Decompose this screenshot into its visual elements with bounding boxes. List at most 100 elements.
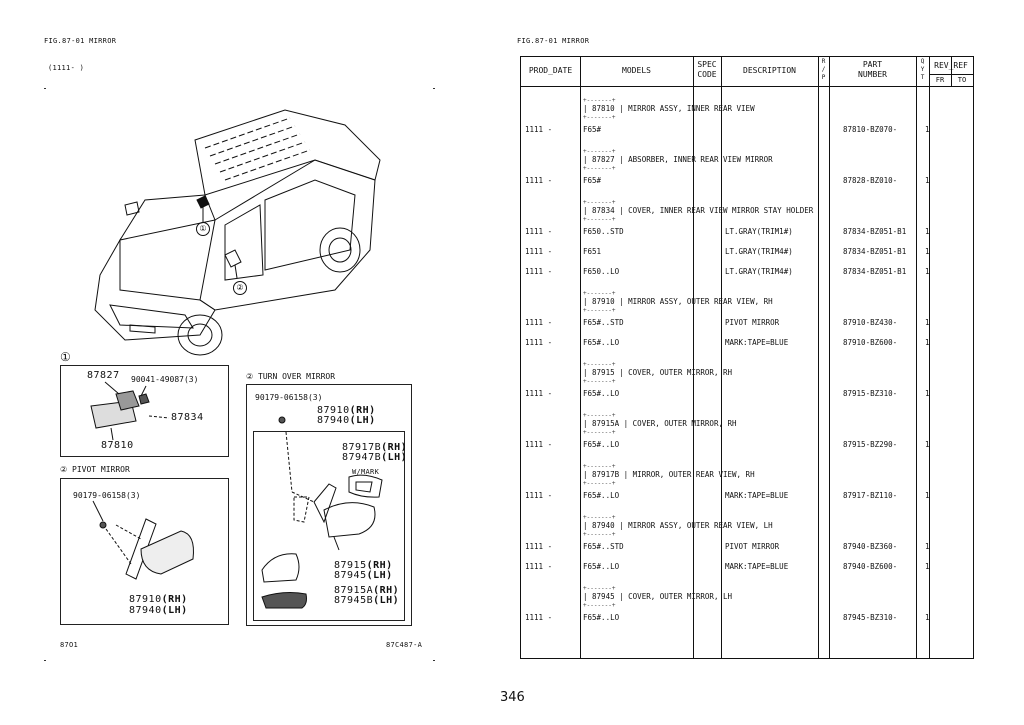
box3-title: TURN OVER MIRROR [258,372,336,381]
row-model: F65#..STD [583,318,624,327]
pivot-rh-label: 87910(RH) [129,594,188,605]
group-rule: +-------+ [583,514,616,521]
row-spec: MARK:TAPE=BLUE [725,562,789,571]
group-bar: | [614,104,629,113]
group-rule: +-------+ [583,290,616,297]
row-spec: LT.GRAY(TRIM4#) [725,267,793,276]
col-divider [829,57,830,658]
parts-table: PROD_DATE MODELS SPEC CODE DESCRIPTION R… [520,56,974,659]
header-rp: R / P [818,58,829,82]
row-part-number: 87910-BZ600- [843,338,898,347]
bolt-icon [278,416,286,424]
row-model: F65# [583,125,602,134]
row-part-number: 87910-BZ430- [843,318,898,327]
left-prod-range: (1111- ) [48,64,85,72]
row-qty: 1 [925,389,930,398]
group-description: COVER, INNER REAR VIEW MIRROR STAY HOLDE… [628,206,814,215]
callout-2-marker: ② [233,281,247,295]
group-code: 87915 [592,368,615,377]
header-number: NUMBER [858,70,887,79]
row-prod-date: 1111 - [525,338,553,347]
group-rule: +-------+ [583,97,616,104]
w-mark-label: W/MARK [352,468,380,476]
group-header: | 87915 | COVER, OUTER MIRROR, RH [583,368,732,377]
group-bar: | [614,368,629,377]
inner-mirror-drawing [90,381,170,441]
group-rule: +-------+ [583,531,616,538]
group-header: | 87915A | COVER, OUTER MIRROR, RH [583,419,737,428]
row-spec: PIVOT MIRROR [725,318,780,327]
rh-label: (RH) [373,585,400,596]
group-rule: +-------+ [583,585,616,592]
row-model: F65#..LO [583,338,620,347]
right-fig-label: FIG.87-01 MIRROR [517,37,590,45]
col-divider [721,57,722,658]
row-model: F65#..LO [583,440,620,449]
group-bar: | [614,206,629,215]
group-rule: +-------+ [583,378,616,385]
group-bar: | [614,155,629,164]
col-divider [929,57,930,658]
inner-mirror-box: 87827 90041-49087(3) 87834 87810 [60,365,229,457]
header-part-number: PART NUMBER [829,60,916,80]
row-qty: 1 [925,176,930,185]
group-description: COVER, OUTER MIRROR, RH [628,368,733,377]
row-model: F650..STD [583,227,624,236]
group-rule: +-------+ [583,361,616,368]
part-label-87945: 87945 [334,570,367,581]
row-model: F65#..STD [583,542,624,551]
turn-87945b-label: 87945B(LH) [334,595,399,606]
group-rule: +-------+ [583,114,616,121]
row-qty: 1 [925,613,930,622]
row-part-number: 87834-BZ051-B1 [843,267,907,276]
group-code: 87940 [592,521,615,530]
row-prod-date: 1111 - [525,613,553,622]
lh-label: (LH) [381,452,408,463]
group-bar: | [583,592,593,601]
row-qty: 1 [925,227,930,236]
row-model: F65#..LO [583,613,620,622]
turn-87910-label: 87910(RH) [317,405,376,416]
group-code: 87915A [592,419,620,428]
row-part-number: 87915-BZ310- [843,389,898,398]
header-code: CODE [697,70,717,79]
part-label-87917b: 87917B [342,442,382,453]
row-model: F65# [583,176,602,185]
group-code: 87827 [592,155,615,164]
group-header: | 87945 | COVER, OUTER MIRROR, LH [583,592,732,601]
group-rule: +-------+ [583,216,616,223]
part-label-90041: 90041-49087(3) [131,375,199,384]
col-divider-rev [951,57,952,86]
pivot-lh-label: 87940(LH) [129,605,188,616]
part-label-87945b: 87945B [334,595,374,606]
row-qty: 1 [925,318,930,327]
group-rule: +-------+ [583,307,616,314]
group-description: MIRROR, OUTER REAR VIEW, RH [632,470,755,479]
header-t: T [920,74,925,81]
turn-87947b-label: 87947B(LH) [342,452,407,463]
group-header: | 87917B | MIRROR, OUTER REAR VIEW, RH [583,470,755,479]
row-part-number: 87834-BZ051-B1 [843,227,907,236]
group-description: ABSORBER, INNER REAR VIEW MIRROR [628,155,773,164]
rh-label: (RH) [381,442,408,453]
group-description: COVER, OUTER MIRROR, LH [628,592,733,601]
group-bar: | [583,470,593,479]
group-bar: | [619,470,633,479]
header-q: Q [920,58,925,65]
row-qty: 1 [925,338,930,347]
left-fig-label: FIG.87-01 MIRROR [44,37,117,45]
group-bar: | [583,368,593,377]
pivot-mirror-drawing [92,500,194,580]
row-prod-date: 1111 - [525,125,553,134]
part-label-87910: 87910 [129,594,162,605]
col-divider [818,57,819,658]
header-prod-date: PROD_DATE [528,66,573,75]
row-qty: 1 [925,491,930,500]
box3-heading: ② TURN OVER MIRROR [246,372,335,381]
row-model: F651 [583,247,602,256]
group-code: 87917B [592,470,620,479]
group-bar: | [614,297,629,306]
row-qty: 1 [925,440,930,449]
group-header: | 87940 | MIRROR ASSY, OUTER REAR VIEW, … [583,521,773,530]
row-prod-date: 1111 - [525,267,553,276]
